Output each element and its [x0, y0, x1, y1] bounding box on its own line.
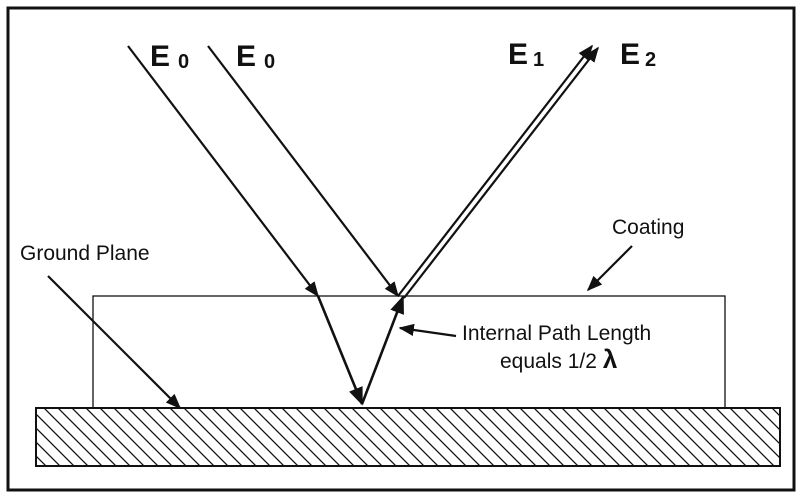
reflected-ray-e1: [397, 44, 593, 297]
coating-layer: [92, 295, 726, 409]
lambda-symbol: λ: [603, 344, 618, 374]
incident-ray-right: [207, 45, 399, 298]
ground-plane: [35, 407, 781, 467]
label-internal-path-line1: Internal Path Length: [462, 322, 651, 345]
coating-pointer-arrow: [586, 245, 633, 292]
ground-plane-pointer-arrow: [47, 275, 182, 410]
label-coating: Coating: [612, 216, 684, 239]
internal-path-pointer-arrow: [398, 323, 457, 338]
diagram-frame: [6, 6, 796, 492]
internal-path-up: [360, 295, 405, 405]
reflected-ray-e2: [403, 46, 599, 299]
internal-path-down: [316, 295, 364, 406]
label-ground-plane: Ground Plane: [20, 242, 150, 265]
incident-ray-left: [127, 45, 319, 298]
